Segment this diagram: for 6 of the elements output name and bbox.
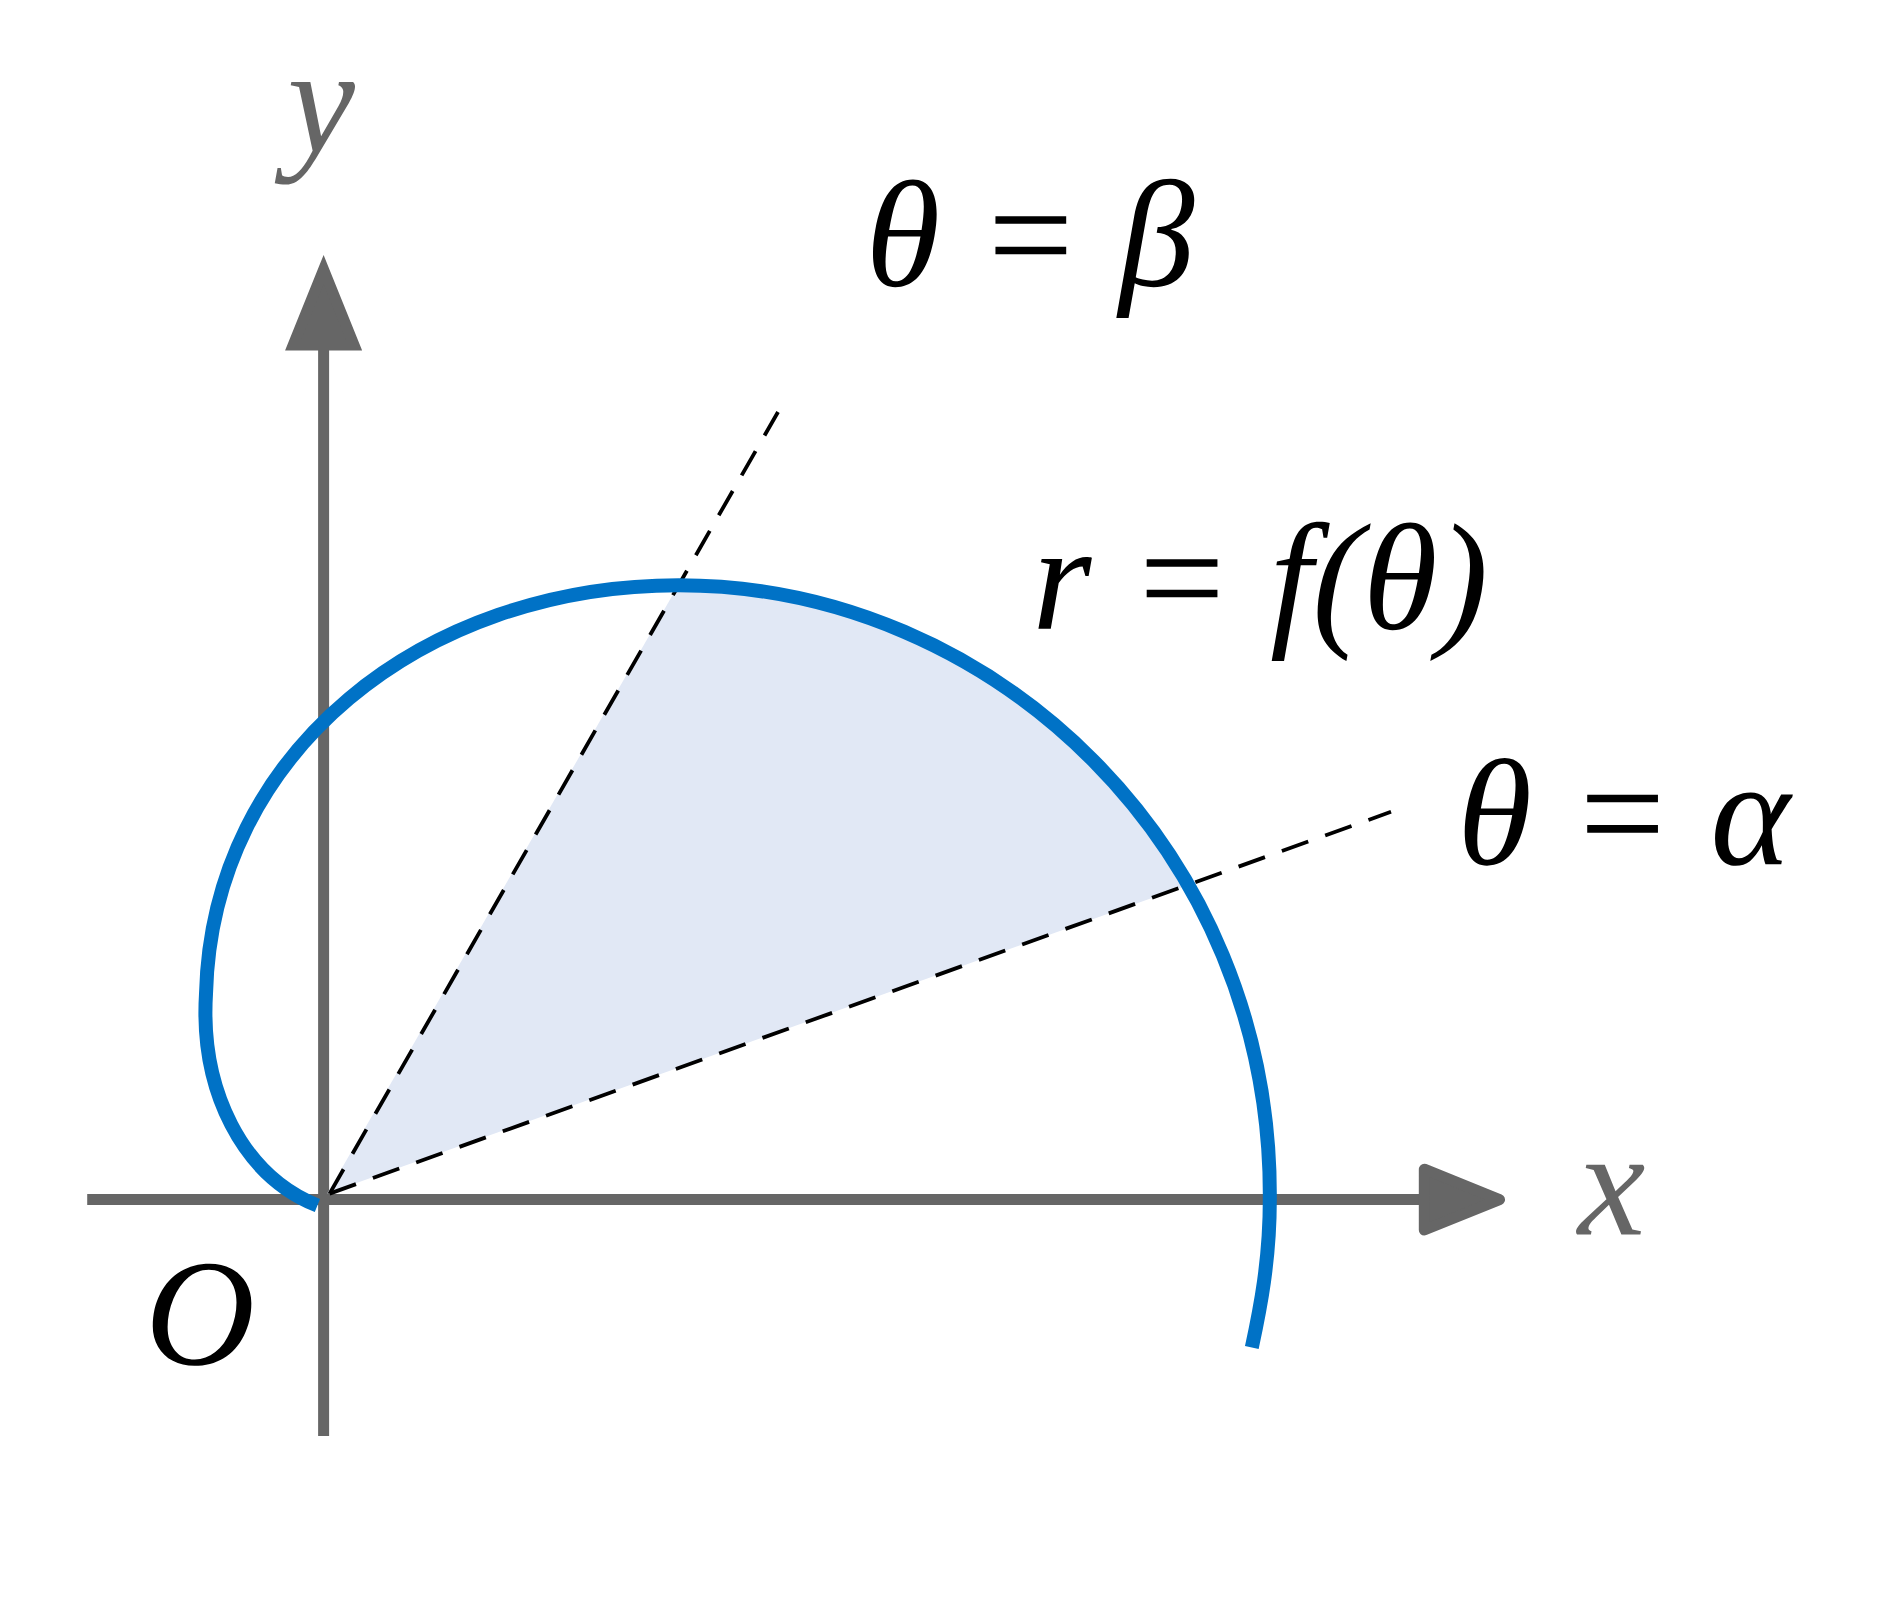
axis-label: y	[274, 81, 355, 185]
curve-label: r = f(θ)	[1038, 521, 1484, 662]
ray-label: θ = β	[873, 178, 1195, 319]
ray-label: θ = α	[1464, 757, 1793, 866]
axis-label: x	[1576, 1164, 1645, 1235]
origin-label: O	[152, 1263, 252, 1366]
